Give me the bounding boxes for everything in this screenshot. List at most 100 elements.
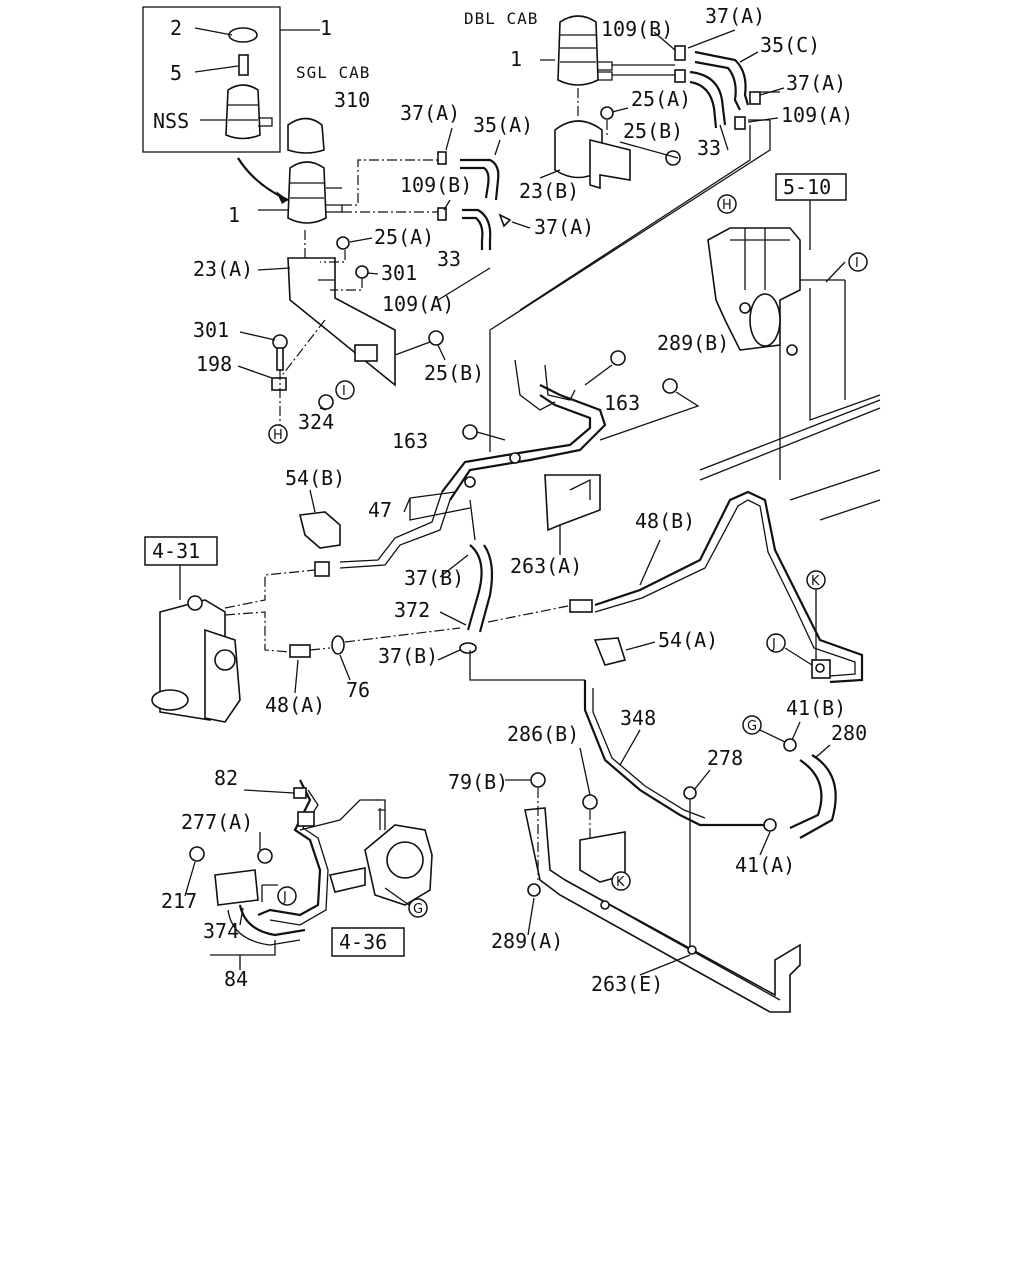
svg-text:H: H xyxy=(273,428,283,443)
bolt-25b-sgl xyxy=(428,330,444,346)
label-33-2: 33 xyxy=(697,136,721,160)
reservoir-sgl xyxy=(287,161,327,224)
reservoir-nss xyxy=(225,84,261,140)
label-163-1: 163 xyxy=(604,391,640,415)
clamp-37a xyxy=(437,151,447,165)
svg-text:H: H xyxy=(722,198,732,213)
label-37b-1: 37(B) xyxy=(404,566,464,590)
svg-text:J: J xyxy=(771,637,776,652)
marker-g-left: G xyxy=(384,887,428,918)
label-324: 324 xyxy=(298,410,334,434)
label-348: 348 xyxy=(620,706,656,730)
label-79b: 79(B) xyxy=(448,770,508,794)
label-198: 198 xyxy=(196,352,232,376)
frame-crossmember xyxy=(699,195,881,521)
label-263e: 263(E) xyxy=(591,972,663,996)
label-23b: 23(B) xyxy=(519,179,579,203)
ref-4-36-label: 4-36 xyxy=(339,930,387,954)
pipe-48b xyxy=(594,490,864,684)
label-5: 5 xyxy=(170,61,182,85)
marker-h-top: H xyxy=(717,194,737,214)
ref-4-36-box: 4-36 xyxy=(331,927,405,957)
marker-h-bottom: H xyxy=(268,424,288,444)
bolt-163 xyxy=(462,424,478,440)
label-33-1: 33 xyxy=(437,247,461,271)
label-41b: 41(B) xyxy=(786,696,846,720)
label-301-1: 301 xyxy=(381,261,417,285)
label-374: 374 xyxy=(203,919,239,943)
hose-372 xyxy=(466,544,483,631)
return-pipe-348 xyxy=(583,680,765,827)
label-289a: 289(A) xyxy=(491,929,563,953)
label-1-sgl: 1 xyxy=(228,203,240,227)
cap-part-2 xyxy=(228,27,258,43)
bracket-23a xyxy=(271,230,444,425)
label-54a: 54(A) xyxy=(658,628,718,652)
clamp-109b xyxy=(437,207,447,221)
arrow-curve xyxy=(237,157,289,202)
ref-4-31-label: 4-31 xyxy=(152,539,200,563)
label-37a-2: 37(A) xyxy=(534,215,594,239)
hose-35a xyxy=(460,158,500,201)
label-35a: 35(A) xyxy=(473,113,533,137)
label-47: 47 xyxy=(368,498,392,522)
label-278: 278 xyxy=(707,746,743,770)
nut-289b xyxy=(662,378,678,394)
pipe-assembly-47 xyxy=(339,330,700,569)
bracket-263e xyxy=(524,772,801,1013)
bolt-163-b xyxy=(610,350,626,366)
part-labels: 2 1 5 NSS 310 1 37(A) 35(A) 109(B) 37(A)… xyxy=(153,4,867,996)
hose-33-sgl xyxy=(462,208,492,250)
label-289b: 289(B) xyxy=(657,331,729,355)
svg-text:K: K xyxy=(811,574,820,589)
label-48b: 48(B) xyxy=(635,509,695,533)
svg-text:I: I xyxy=(342,384,346,399)
label-2: 2 xyxy=(170,16,182,40)
sgl-reservoir xyxy=(258,117,440,224)
nss-inset xyxy=(142,6,320,153)
svg-text:I: I xyxy=(855,256,859,271)
label-25b-1: 25(B) xyxy=(424,361,484,385)
label-37a-3: 37(A) xyxy=(705,4,765,28)
label-217: 217 xyxy=(161,889,197,913)
label-82: 82 xyxy=(214,766,238,790)
filter-part-5 xyxy=(238,54,249,76)
ref-4-31-box: 4-31 xyxy=(144,536,218,566)
label-280: 280 xyxy=(831,721,867,745)
label-54b: 54(B) xyxy=(285,466,345,490)
oil-pump xyxy=(328,799,433,906)
label-263a: 263(A) xyxy=(510,554,582,578)
label-37a-1: 37(A) xyxy=(400,101,460,125)
dbl-cab-header: DBL CAB xyxy=(464,9,538,28)
bolt-301 xyxy=(272,334,288,350)
marker-i-right: I xyxy=(848,252,868,272)
hose-35c xyxy=(694,50,750,106)
sgl-cab-header: SGL CAB xyxy=(296,63,370,82)
label-1-dbl: 1 xyxy=(510,47,522,71)
marker-g-right: G xyxy=(742,715,786,743)
svg-text:G: G xyxy=(413,902,423,917)
svg-text:K: K xyxy=(616,875,625,890)
label-25a-1: 25(A) xyxy=(374,225,434,249)
steering-gear-box xyxy=(151,561,330,723)
label-372: 372 xyxy=(394,598,430,622)
label-nss: NSS xyxy=(153,109,189,133)
hose-33-dbl xyxy=(689,70,727,126)
ref-5-10-label: 5-10 xyxy=(783,175,831,199)
label-109a-1: 109(A) xyxy=(382,292,454,316)
ref-5-10-box: 5-10 xyxy=(775,173,847,201)
nut-324 xyxy=(318,394,334,410)
dbl-reservoir xyxy=(554,15,681,190)
svg-text:G: G xyxy=(747,719,757,734)
label-48a: 48(A) xyxy=(265,693,325,717)
label-310: 310 xyxy=(334,88,370,112)
clamp-54b xyxy=(299,511,341,549)
oring-76 xyxy=(331,635,345,655)
label-41a: 41(A) xyxy=(735,853,795,877)
marker-k-right: K xyxy=(806,570,826,660)
clamp-54a xyxy=(593,637,627,666)
cap-310 xyxy=(287,117,325,154)
fitting-48a xyxy=(289,644,311,658)
label-37a-4: 37(A) xyxy=(786,71,846,95)
